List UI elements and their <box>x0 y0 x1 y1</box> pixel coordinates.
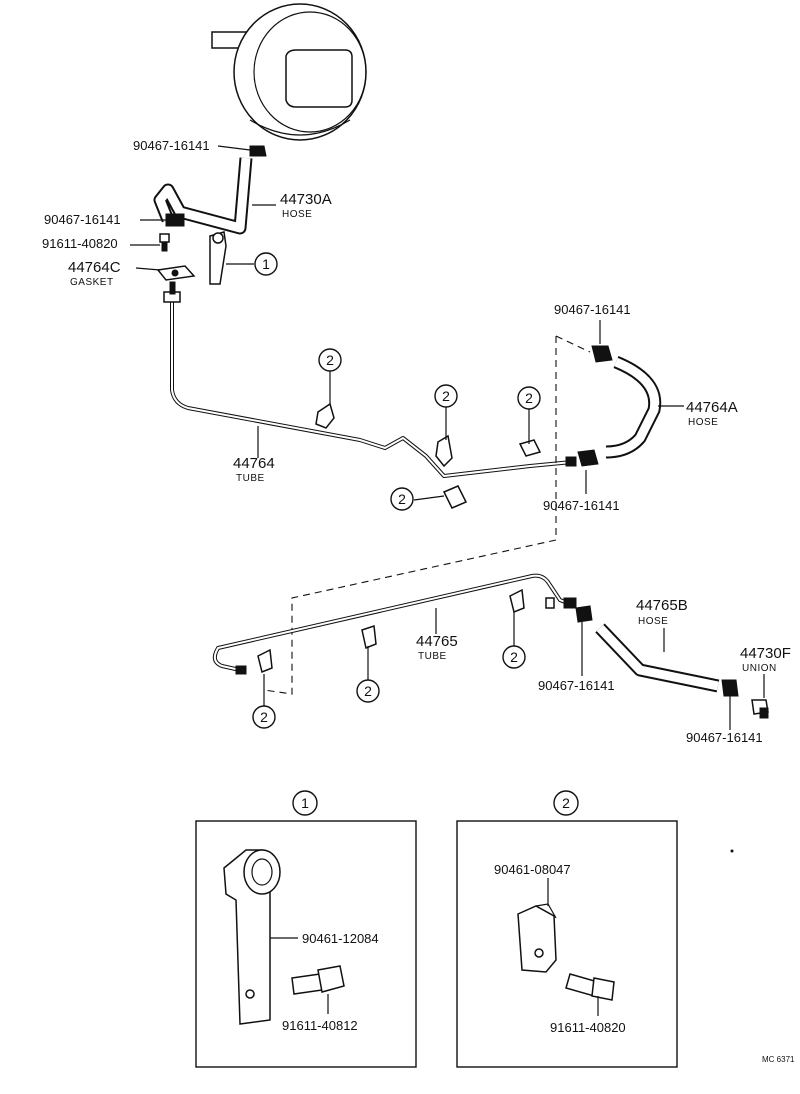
ref-circle-2-f: 2 <box>356 679 380 703</box>
gasket-44764c <box>156 265 196 281</box>
ref-circle-2-d: 2 <box>390 487 414 511</box>
union-44730f <box>751 699 769 719</box>
label-union-name: UNION <box>742 663 777 674</box>
hose-clamp-mid <box>575 605 593 623</box>
label-detail-1-bolt: 91611-40812 <box>282 1018 358 1033</box>
label-gasket-number: 44764C <box>68 259 121 276</box>
label-bolt-left: 91611-40820 <box>42 236 118 251</box>
label-tube-44764-name: TUBE <box>236 473 265 484</box>
detail-1-clamp <box>223 849 281 1025</box>
detail-box-2: 2 90461-08047 91611-40820 <box>456 790 678 1068</box>
bolt-91611-40820 <box>159 233 170 252</box>
label-detail-2-bolt: 91611-40820 <box>550 1020 626 1035</box>
catalog-code: MC 6371 <box>762 1055 795 1064</box>
tube-clamp-c <box>518 439 542 457</box>
label-hose-44764a-name: HOSE <box>688 417 718 428</box>
tube-clamp-g <box>509 588 525 614</box>
label-clamp-top: 90467-16141 <box>133 138 210 153</box>
label-hose-44765b-name: HOSE <box>638 616 668 627</box>
hose-clamp-upper-right <box>591 345 613 363</box>
tube-clamp-f <box>361 624 377 650</box>
ref-circle-2-e: 2 <box>502 645 526 669</box>
ref-circle-2-c-number: 2 <box>525 390 533 406</box>
detail-2-bolt <box>565 973 615 1001</box>
detail-1-header-number: 1 <box>301 795 309 811</box>
ref-circle-1-number: 1 <box>262 256 270 272</box>
hose-clamp-top <box>249 145 267 157</box>
detail-box-1: 1 90461-12084 91611-40812 <box>195 790 417 1068</box>
ref-circle-2-f-number: 2 <box>364 683 372 699</box>
label-clamp-left: 90467-16141 <box>44 212 121 227</box>
tube-clamp-e <box>257 648 273 674</box>
tube-clamp-b <box>435 434 453 468</box>
label-tube-44764-number: 44764 <box>233 455 275 472</box>
label-clamp-right: 90467-16141 <box>686 730 763 745</box>
label-hose-44730a-number: 44730A <box>280 191 332 208</box>
label-detail-1-clamp: 90461-12084 <box>302 931 379 946</box>
hose-44730a <box>153 157 253 235</box>
hose-44765b <box>595 623 720 693</box>
label-tube-44765-number: 44765 <box>416 633 458 650</box>
label-tube-44765-name: TUBE <box>418 651 447 662</box>
ref-circle-2-a-number: 2 <box>326 352 334 368</box>
tube-44764 <box>163 281 577 478</box>
ref-circle-2-b: 2 <box>434 384 458 408</box>
ref-circle-2-d-number: 2 <box>398 491 406 507</box>
detail-1-bolt <box>291 965 345 995</box>
label-clamp-upper-right: 90467-16141 <box>554 302 631 317</box>
detail-2-clamp <box>517 903 557 973</box>
detail-2-header-number: 2 <box>562 795 570 811</box>
ref-circle-1: 1 <box>254 252 278 276</box>
label-union-number: 44730F <box>740 645 791 662</box>
tube-clamp-d <box>442 485 468 509</box>
hose-clamp-lower-right <box>577 449 599 467</box>
detail-2-header: 2 <box>553 790 579 816</box>
hose-44764a <box>605 355 662 459</box>
label-clamp-mid: 90467-16141 <box>538 678 615 693</box>
label-hose-44730a-name: HOSE <box>282 209 312 220</box>
ref-circle-2-g-number: 2 <box>260 709 268 725</box>
label-hose-44764a-number: 44764A <box>686 399 738 416</box>
ref-circle-2-e-number: 2 <box>510 649 518 665</box>
hose-clamp-left <box>165 213 185 227</box>
brake-booster <box>211 3 367 141</box>
stray-dot <box>730 849 734 853</box>
label-detail-2-clamp: 90461-08047 <box>494 862 571 877</box>
ref-circle-2-c: 2 <box>517 386 541 410</box>
ref-circle-2-b-number: 2 <box>442 388 450 404</box>
tube-clamp-a <box>315 402 335 429</box>
detail-1-header: 1 <box>292 790 318 816</box>
clamp-ref-1 <box>209 231 227 285</box>
hose-clamp-right <box>721 679 739 697</box>
ref-circle-2-a: 2 <box>318 348 342 372</box>
ref-circle-2-g: 2 <box>252 705 276 729</box>
tube-44765 <box>212 573 577 675</box>
label-hose-44765b-number: 44765B <box>636 597 688 614</box>
label-clamp-lower-right: 90467-16141 <box>543 498 620 513</box>
label-gasket-name: GASKET <box>70 277 114 288</box>
